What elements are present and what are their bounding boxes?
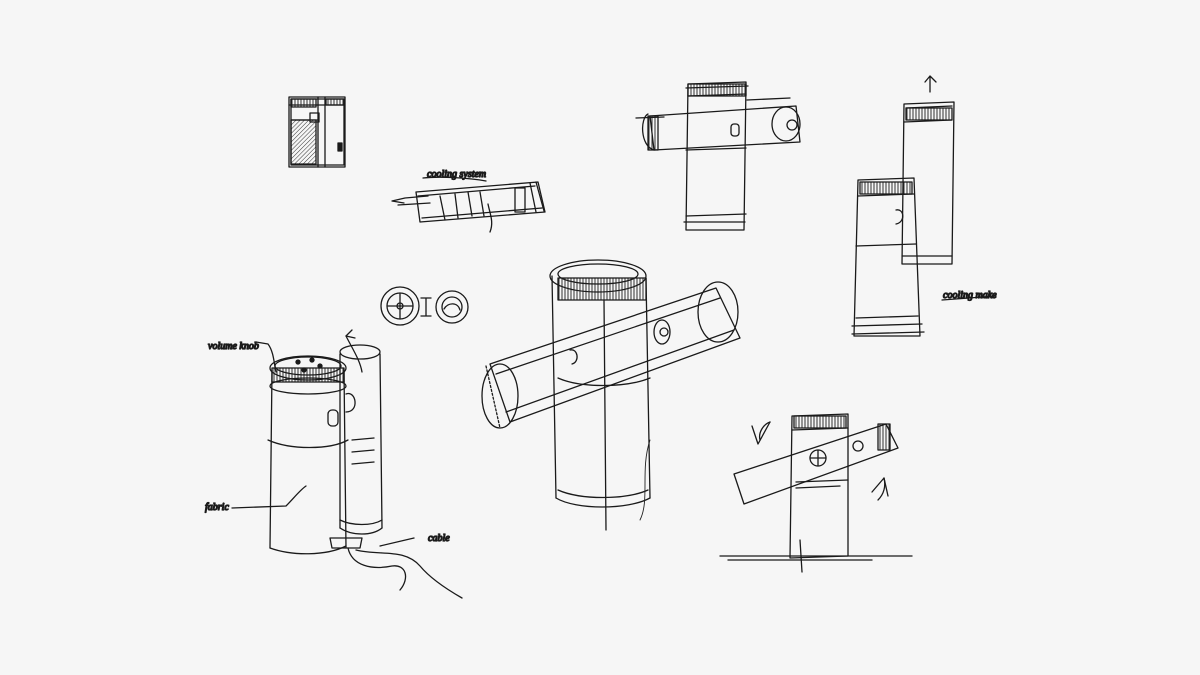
sketch-tall-tower: cooling make: [851, 75, 998, 337]
sketch-small-side-view: [288, 96, 346, 168]
rotate-right-arrow-icon: [871, 477, 889, 497]
knob-front-icon: [435, 290, 469, 324]
knob-detail-icon: [380, 286, 420, 326]
cable-label: cable: [428, 533, 450, 544]
rotate-left-arrow-icon: [751, 421, 771, 445]
sketch-speaker-pair: volume knob fabric cable: [204, 286, 469, 599]
cooling-system-label: cooling system: [427, 169, 486, 180]
volume-knob-label: volume knob: [208, 341, 259, 352]
sketch-cross-center: [481, 259, 741, 531]
fabric-label: fabric: [205, 502, 229, 513]
sketch-cooling-system: cooling system: [391, 168, 546, 233]
sketch-cross-top: [635, 81, 801, 231]
sketch-rotation: [719, 413, 913, 573]
